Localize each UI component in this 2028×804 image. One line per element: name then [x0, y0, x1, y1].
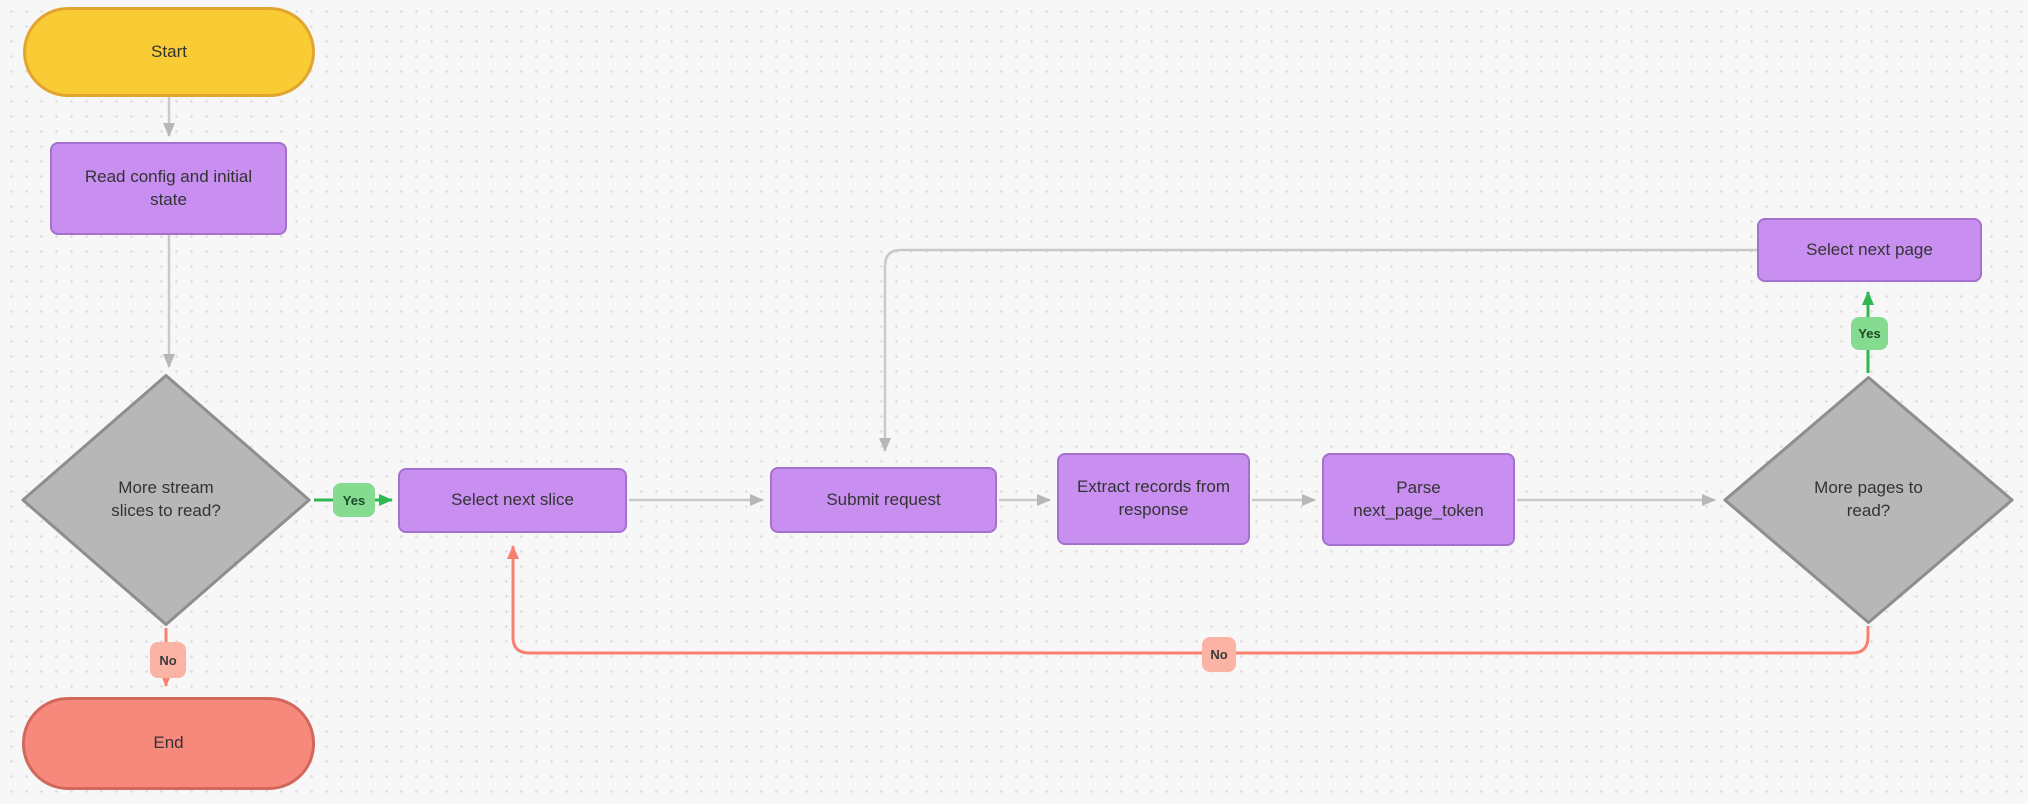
node-start[interactable]: Start: [23, 7, 315, 97]
node-more-pages[interactable]: More pages to read?: [1722, 375, 2015, 625]
node-extract-records-label: Extract records from response: [1076, 477, 1231, 519]
node-submit-request[interactable]: Submit request: [770, 467, 997, 533]
node-parse-token-label: Parse next_page_token: [1353, 477, 1484, 520]
node-read-config[interactable]: Read config and initial state: [50, 142, 287, 235]
node-read-config-label: Read config and initial state: [84, 166, 253, 209]
node-more-pages-label: More pages to read?: [1814, 478, 1923, 520]
diamond-shape: [1722, 375, 2015, 625]
node-end[interactable]: End: [22, 697, 315, 790]
edge-label-pages-yes[interactable]: Yes: [1851, 317, 1888, 350]
node-parse-token[interactable]: Parse next_page_token: [1322, 453, 1515, 546]
node-end-label: End: [153, 733, 184, 753]
node-more-slices[interactable]: More stream slices to read?: [20, 373, 312, 627]
node-more-slices-label: More stream slices to read?: [111, 478, 221, 520]
edge-label-slices-no[interactable]: No: [150, 642, 186, 678]
edge-label-slices-yes-text: Yes: [342, 492, 366, 508]
node-select-next-slice[interactable]: Select next slice: [398, 468, 627, 533]
node-select-next-page-label: Select next page: [1806, 239, 1933, 259]
edge-label-pages-no[interactable]: No: [1202, 637, 1236, 672]
edge-label-pages-yes-text: Yes: [1858, 326, 1881, 341]
edge-label-slices-yes[interactable]: Yes: [333, 483, 375, 517]
node-submit-request-label: Submit request: [826, 489, 941, 509]
node-select-next-slice-label: Select next slice: [451, 490, 574, 510]
node-select-next-page[interactable]: Select next page: [1757, 218, 1982, 282]
edge-label-slices-no-text: No: [159, 652, 177, 668]
node-start-label: Start: [151, 41, 187, 61]
edge-select-next-page-to-submit-request: [879, 248, 1757, 452]
node-extract-records[interactable]: Extract records from response: [1057, 453, 1250, 545]
edge-more-pages-no-to-select-next-slice: [507, 545, 1870, 655]
edge-label-pages-no-text: No: [1210, 647, 1228, 662]
diamond-shape: [20, 373, 312, 627]
